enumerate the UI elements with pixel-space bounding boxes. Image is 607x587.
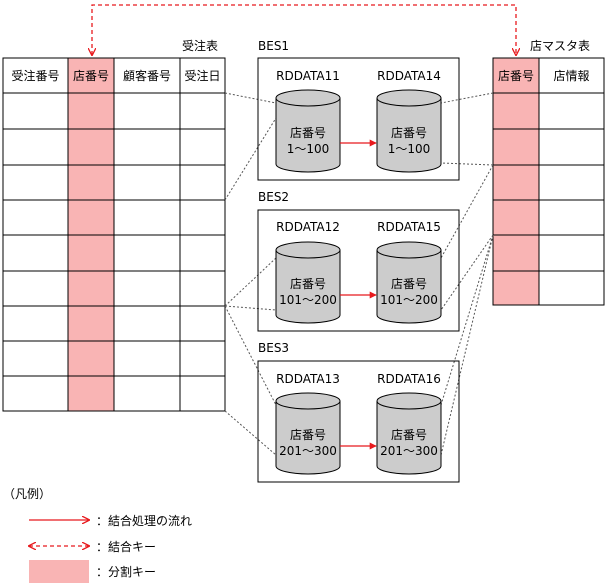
rd-left-label: RDDATA12 [276,220,340,234]
rd-left-label: RDDATA13 [276,372,340,386]
svg-text:1～100: 1～100 [388,142,431,156]
svg-text:店番号: 店番号 [290,126,326,140]
db-cylinder-rddata11: 店番号 1～100 [275,89,341,173]
server-name: BES2 [258,190,289,204]
legend-partition-key-swatch [29,560,89,583]
legend-flow-label: ：結合処理の流れ [96,513,192,528]
svg-text:店番号: 店番号 [391,126,427,140]
order-col-order-date: 受注日 [184,68,220,83]
svg-text:店番号: 店番号 [391,428,427,442]
svg-text:201～300: 201～300 [380,444,438,458]
order-col-store-no: 店番号 [73,69,109,83]
store-table-key-column [493,58,539,305]
order-table: 受注表 受注番号 店番号 顧客番号 受注日 [2,38,226,412]
svg-text:101～200: 101～200 [279,293,337,307]
db-cylinder-rddata13: 店番号 201～300 [275,392,341,475]
db-cylinder-rddata14: 店番号 1～100 [376,89,442,173]
server-name: BES3 [258,341,289,355]
rd-left-label: RDDATA11 [276,69,340,83]
db-cylinder-rddata12: 店番号 101～200 [275,241,341,324]
store-table: 店マスタ表 店番号 店情報 [492,39,605,306]
svg-text:201～300: 201～300 [279,444,337,458]
server-name: BES1 [258,39,289,53]
legend: （凡例） ：結合処理の流れ ：結合キー ：分割キー [3,487,192,583]
order-table-title: 受注表 [182,38,218,53]
order-col-order-no: 受注番号 [11,68,59,83]
db-cylinder-rddata15: 店番号 101～200 [376,241,442,324]
legend-join-key-label: ：結合キー [96,539,156,554]
order-col-customer-no: 顧客番号 [123,68,171,83]
store-col-store-info: 店情報 [553,69,589,83]
db-cylinder-rddata16: 店番号 201～300 [376,392,442,475]
server-bes3: BES3 RDDATA13 RDDATA16 [257,341,460,483]
store-col-store-no: 店番号 [498,69,534,83]
rd-right-label: RDDATA15 [377,220,441,234]
legend-title: （凡例） [3,487,51,501]
server-bes1: BES1 RDDATA11 RDDATA14 [257,39,460,181]
svg-text:店番号: 店番号 [290,277,326,291]
svg-text:店番号: 店番号 [391,277,427,291]
svg-text:101～200: 101～200 [380,293,438,307]
server-bes2: BES2 RDDATA12 RDDATA15 [257,190,460,332]
join-key-connector [92,4,516,55]
legend-partition-key-label: ：分割キー [96,564,156,579]
store-table-title: 店マスタ表 [530,39,590,53]
rd-right-label: RDDATA14 [377,69,441,83]
rd-right-label: RDDATA16 [377,372,441,386]
svg-text:1～100: 1～100 [287,142,330,156]
mapping-lines [224,92,494,456]
svg-text:店番号: 店番号 [290,428,326,442]
